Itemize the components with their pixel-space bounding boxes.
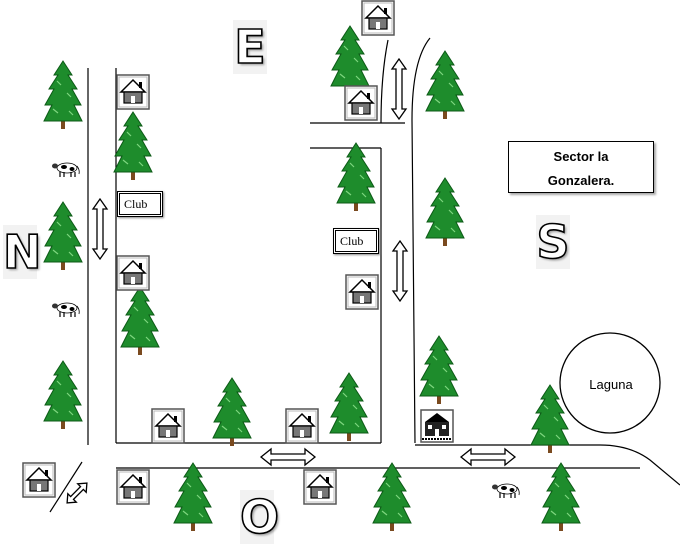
double-arrow-icon [392, 240, 408, 302]
house-icon [344, 85, 378, 121]
cow-icon [491, 483, 520, 499]
double-arrow-icon [391, 58, 407, 120]
arrows [66, 58, 516, 504]
double-arrow-icon [92, 198, 108, 260]
house-icon [116, 74, 150, 110]
road-south-curve [415, 444, 680, 486]
sector-label-line2: Gonzalera. [547, 173, 615, 188]
pine-tree-icon [43, 60, 83, 130]
house-icon [303, 469, 337, 505]
compass-north: N [2, 224, 42, 280]
house-icon [151, 408, 185, 444]
pine-tree-icon [425, 50, 465, 120]
compass-east: E [233, 19, 267, 75]
double-arrow-icon [66, 482, 88, 504]
pine-tree-icon [113, 111, 153, 181]
pine-tree-icon [43, 360, 83, 430]
cow-icon [51, 162, 80, 178]
cow-icon [51, 302, 80, 318]
house-icon [285, 408, 319, 444]
house-icon [22, 462, 56, 498]
house-icon [116, 469, 150, 505]
pine-tree-icon [372, 462, 412, 532]
sector-label-box: Sector la Gonzalera. [508, 141, 654, 193]
house-icon [361, 0, 395, 36]
club-label-west: Club [117, 191, 163, 217]
road-sw-diagonal [49, 461, 83, 513]
pine-tree-icon [212, 377, 252, 447]
building-icon [420, 409, 454, 443]
pine-tree-icon [336, 142, 376, 212]
lake [559, 332, 661, 434]
compass-west: O [239, 489, 280, 545]
club-label-east: Club [333, 228, 379, 254]
sector-label-line1: Sector la [553, 149, 609, 164]
pine-tree-icon [419, 335, 459, 405]
lake-label: Laguna [589, 377, 633, 392]
pine-tree-icon [330, 25, 370, 95]
compass-south: S [536, 214, 571, 270]
road-north-curve-left [380, 39, 389, 124]
pine-tree-icon [173, 462, 213, 532]
house-icon [345, 274, 379, 310]
pine-tree-icon [541, 462, 581, 532]
road-east [411, 37, 431, 444]
house-icon [116, 255, 150, 291]
pine-tree-icon [425, 177, 465, 247]
double-arrow-icon [460, 448, 516, 466]
double-arrow-icon [260, 448, 316, 466]
pine-tree-icon [43, 201, 83, 271]
pine-tree-icon [120, 286, 160, 356]
pine-tree-icon [329, 372, 369, 442]
